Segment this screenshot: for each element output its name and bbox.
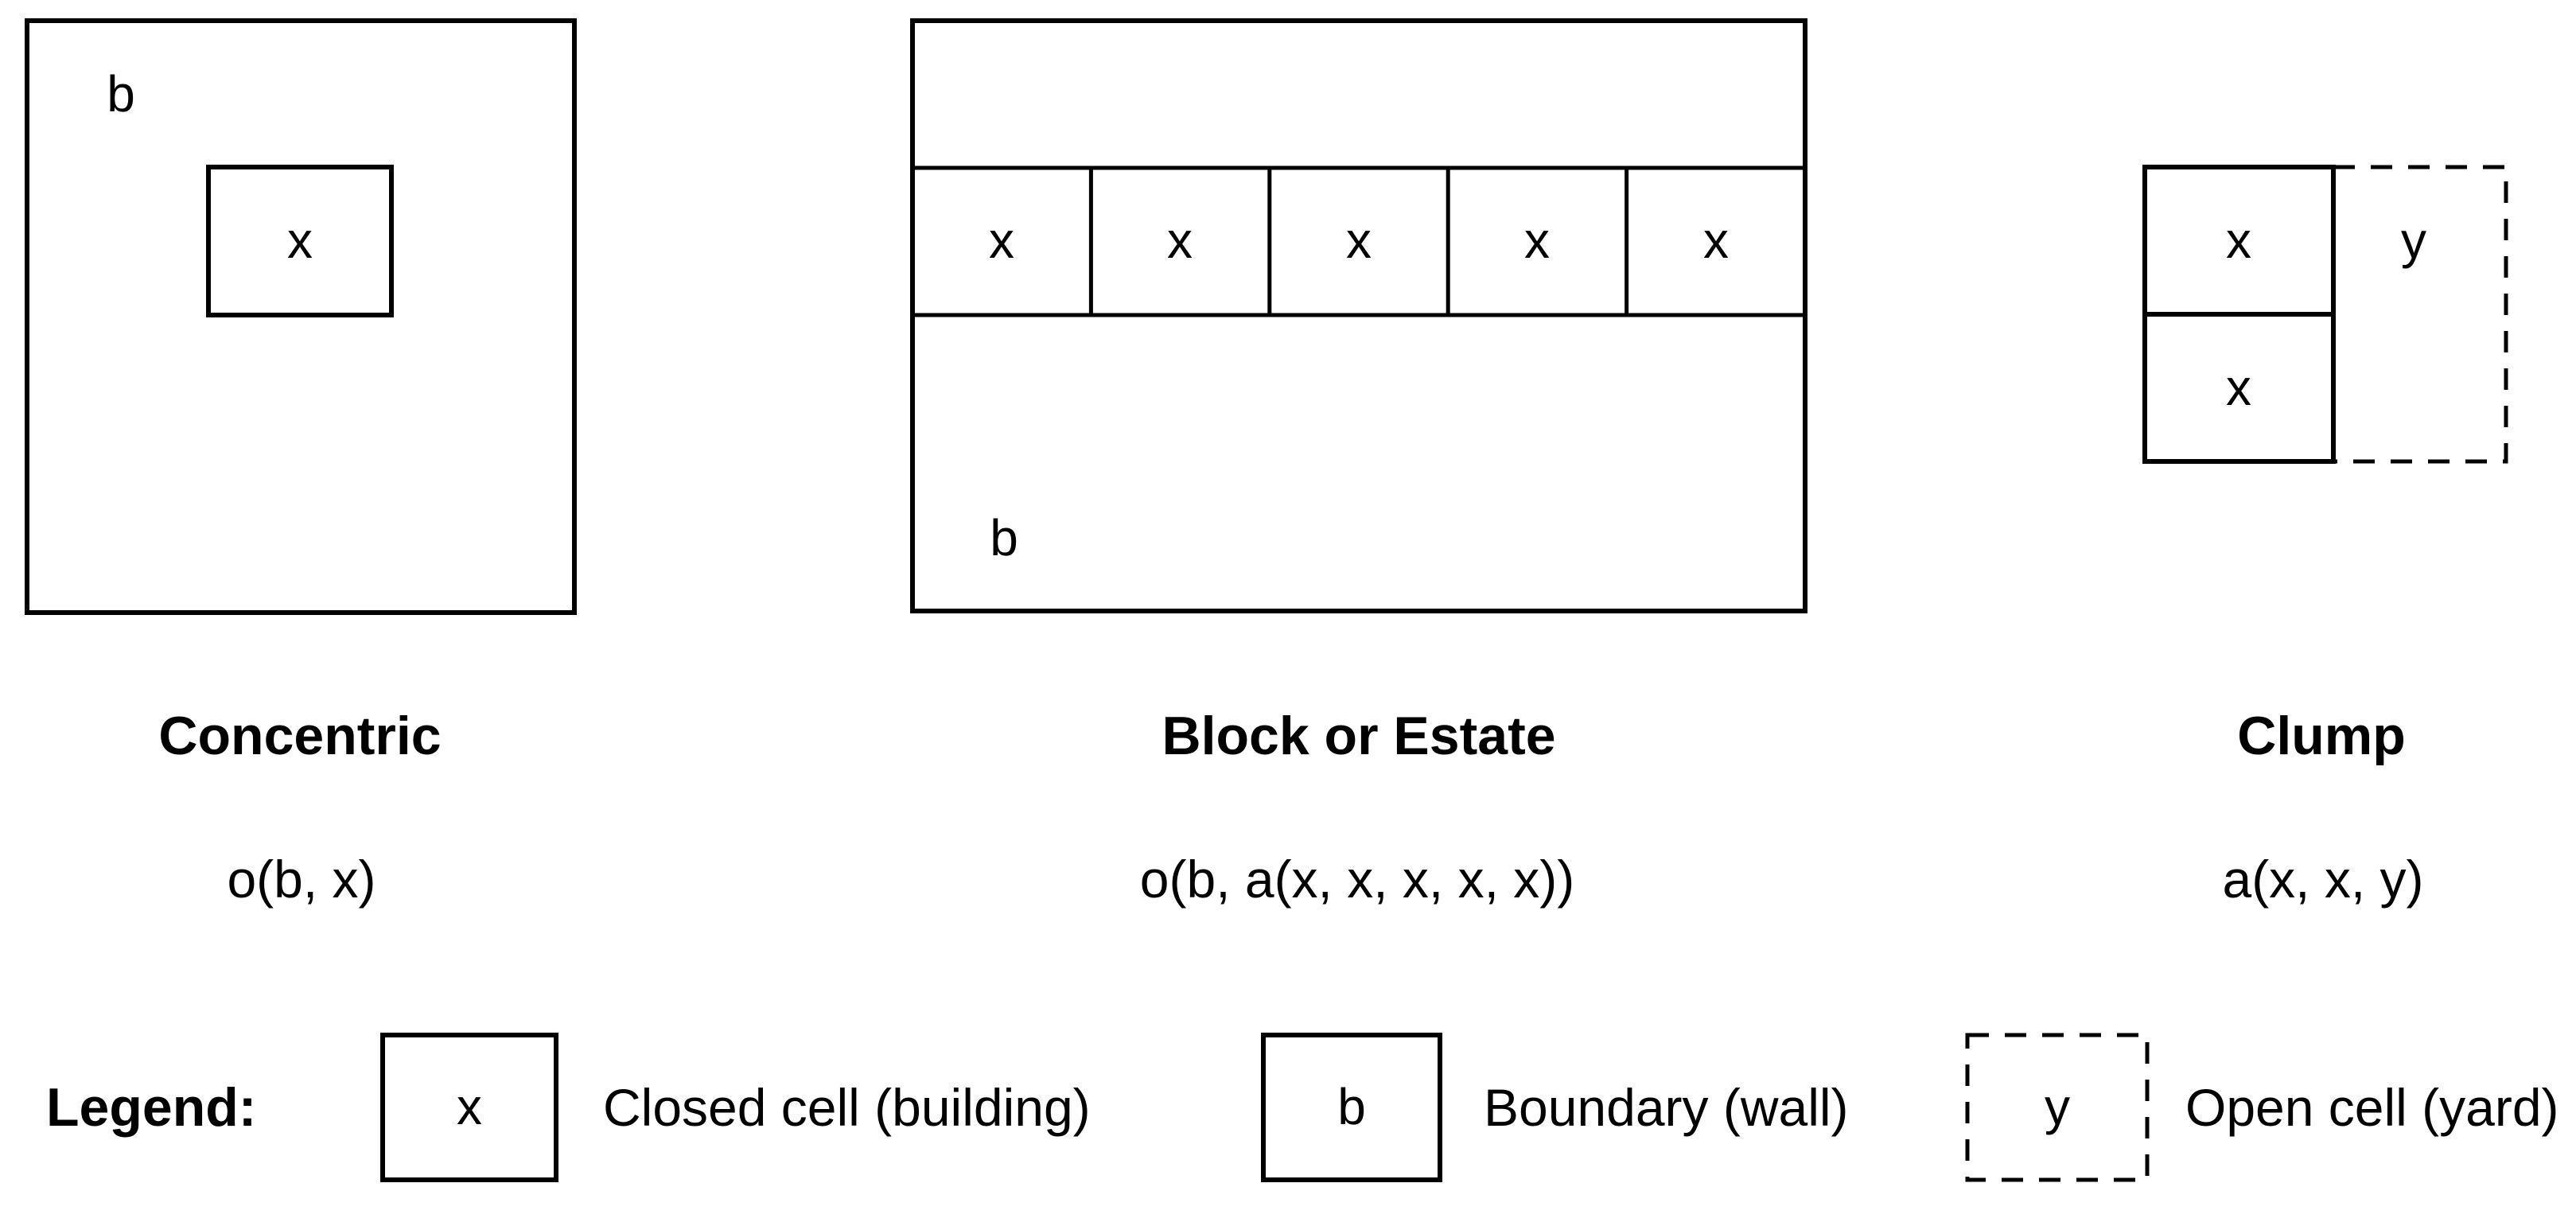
figure-formula-clump: a(x, x, y) xyxy=(2222,850,2424,909)
concentric-inner-cell-box xyxy=(206,165,394,317)
block-boundary-label: b xyxy=(990,509,1018,566)
figure-formula-concentric: o(b, x) xyxy=(227,850,376,909)
legend-open-cell-symbol: y xyxy=(2045,1078,2070,1135)
legend-open-cell-label: Open cell (yard) xyxy=(2185,1078,2559,1137)
clump-cell-label: x xyxy=(2226,212,2251,269)
legend-open-cell-dashed-box xyxy=(1965,1033,2150,1182)
legend-boundary-box xyxy=(1261,1033,1442,1182)
clump-open-cell-dashed-box xyxy=(2333,165,2508,464)
block-cell-label: x xyxy=(1524,212,1550,269)
legend-closed-cell-box xyxy=(380,1033,558,1182)
concentric-outer-box xyxy=(25,18,577,615)
concentric-cell-label: x xyxy=(287,212,313,269)
block-cell-label: x xyxy=(1703,212,1729,269)
figure-title-block: Block or Estate xyxy=(1162,706,1556,766)
figure-title-clump: Clump xyxy=(2237,706,2406,766)
clump-yard-label: y xyxy=(2401,212,2426,269)
figure-formula-block: o(b, a(x, x, x, x, x)) xyxy=(1139,850,1575,909)
legend-boundary-label: Boundary (wall) xyxy=(1484,1078,1849,1137)
clump-cell-box-bottom xyxy=(2142,312,2336,464)
legend-boundary-symbol: b xyxy=(1337,1078,1366,1135)
block-cell-label: x xyxy=(989,212,1014,269)
legend-closed-cell-symbol: x xyxy=(457,1078,482,1135)
clump-cell-label: x xyxy=(2226,359,2251,416)
figure-title-concentric: Concentric xyxy=(158,706,442,766)
block-cell-label: x xyxy=(1167,212,1193,269)
legend-closed-cell-label: Closed cell (building) xyxy=(603,1078,1091,1137)
concentric-boundary-label: b xyxy=(107,65,135,123)
legend-heading: Legend: xyxy=(46,1077,257,1138)
block-cell-label: x xyxy=(1346,212,1372,269)
